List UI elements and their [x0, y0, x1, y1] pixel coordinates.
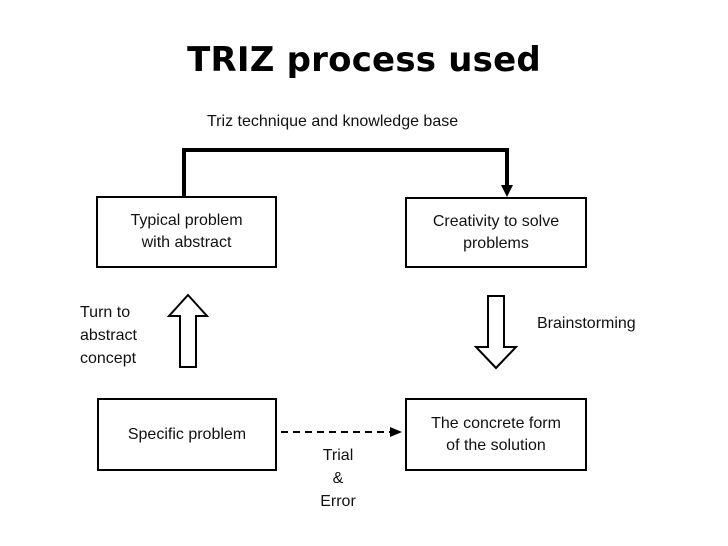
specific-problem-box: Specific problem: [97, 398, 277, 471]
typical-problem-box: Typical problem with abstract: [96, 196, 277, 268]
concrete-solution-box: The concrete form of the solution: [405, 398, 587, 471]
trial-label: Trial: [322, 447, 354, 464]
knowledge-base-connector: [182, 148, 509, 196]
abstract-label: abstract: [80, 327, 137, 344]
typical-problem-text: Typical problem with abstract: [130, 212, 243, 251]
ampersand-label: &: [332, 470, 344, 487]
turn-to-label: Turn to: [80, 304, 131, 321]
brainstorming-down-arrow: [473, 295, 519, 370]
page-title: TRIZ process used: [187, 40, 541, 80]
knowledge-base-label: Triz technique and knowledge base: [207, 113, 459, 130]
trial-error-arrowhead: [390, 427, 402, 437]
concept-label: concept: [80, 350, 137, 367]
brainstorming-label: Brainstorming: [537, 315, 636, 332]
creativity-box: Creativity to solve problems: [405, 197, 587, 268]
specific-problem-text: Specific problem: [127, 425, 247, 443]
abstract-up-arrow: [166, 293, 210, 368]
concrete-solution-text: The concrete form of the solution: [431, 414, 561, 454]
knowledge-base-arrowhead: [501, 185, 513, 197]
error-label: Error: [320, 493, 356, 510]
creativity-text: Creativity to solve problems: [432, 212, 560, 252]
